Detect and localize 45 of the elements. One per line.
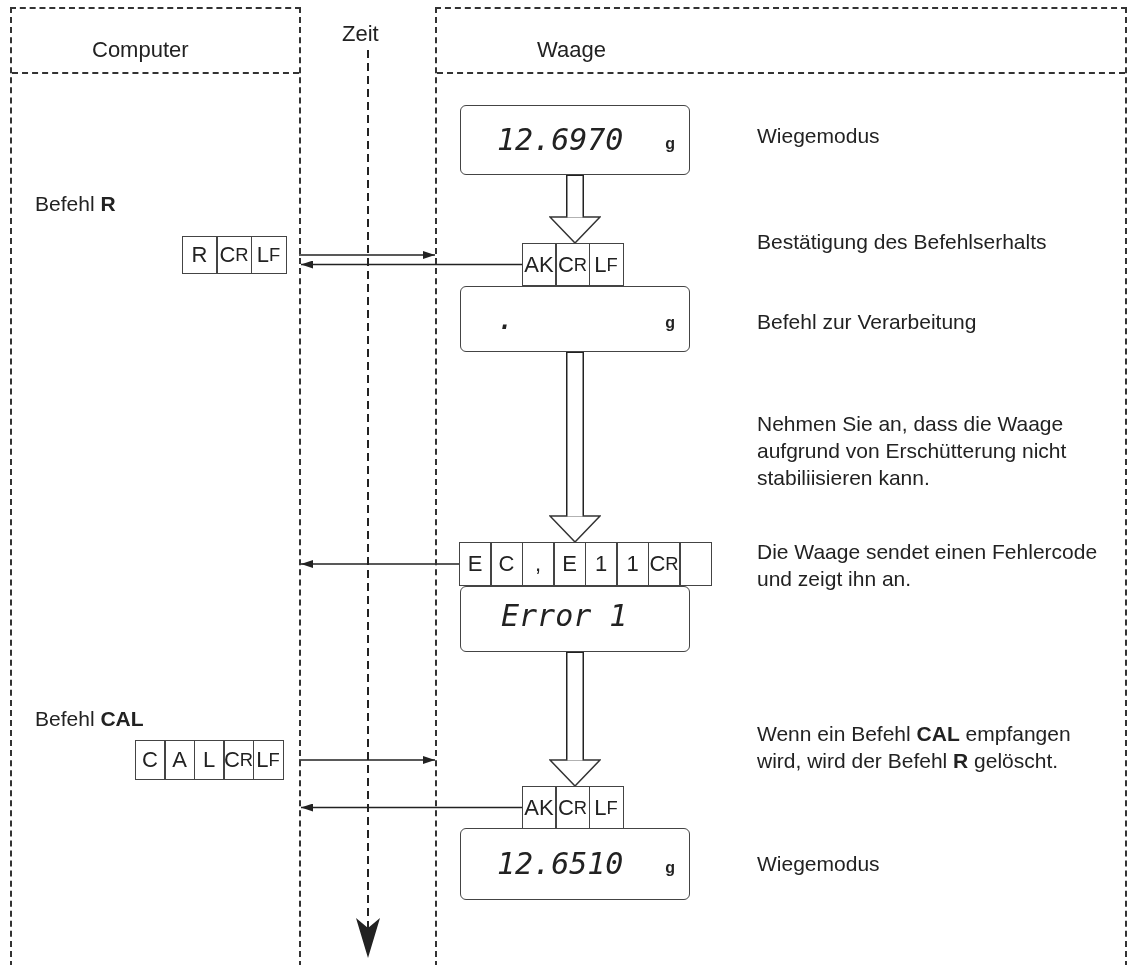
- annotation-text: Die Waage sendet einen Fehlercode und zeigt ihn an.: [757, 539, 1099, 592]
- swimlane: [10, 7, 301, 965]
- command-character: ,: [521, 542, 555, 586]
- command-character: C: [490, 542, 523, 586]
- swimlane: [435, 7, 1127, 965]
- hollow-arrow: [549, 175, 601, 244]
- command-character: 1: [584, 542, 618, 586]
- note-text: Bestätigung des Befehlserhalts: [757, 229, 1048, 255]
- display-reading: .: [497, 301, 516, 336]
- annotation-text: Befehl zur Verarbeitung: [757, 309, 978, 335]
- arrow: [300, 560, 461, 568]
- arrow: [300, 260, 524, 269]
- command-character: L: [193, 740, 225, 780]
- display-reading: 12.6970: [497, 122, 624, 157]
- hollow-arrow: [549, 652, 601, 787]
- annotation-text: Wiegemodus: [757, 851, 881, 877]
- hollow-arrow: [549, 352, 601, 543]
- unit-label: g: [665, 314, 675, 332]
- command-character: E: [553, 542, 586, 586]
- unit-label: g: [665, 135, 675, 153]
- annotation-text: Befehl R: [35, 191, 117, 217]
- note-text: Wenn ein Befehl CAL empfangen wird, wird der Befehl R gelöscht.: [757, 721, 1072, 774]
- arrow: [300, 803, 524, 812]
- command-character: R: [181, 236, 218, 274]
- command-character: C: [134, 740, 166, 780]
- lcd-display: [460, 828, 690, 900]
- command-character: A: [164, 740, 195, 780]
- display-reading: 12.6510: [497, 846, 624, 881]
- annotation-text: Befehl CAL: [35, 706, 145, 732]
- command-character: AK: [521, 243, 557, 286]
- command-character: AK: [521, 786, 557, 829]
- note-text: Nehmen Sie an, dass die Waage aufgrund von Erschütterung nicht stabiliisieren kann.: [757, 411, 1068, 491]
- arrow: [298, 756, 436, 764]
- lane-header: Waage: [537, 37, 606, 63]
- lane-header: Computer: [92, 37, 189, 63]
- display-reading: Error 1: [501, 598, 628, 633]
- arrow: [298, 251, 436, 259]
- lcd-display: [460, 105, 690, 175]
- command-character: E: [458, 542, 492, 586]
- lcd-display: [460, 586, 690, 652]
- lcd-display: [460, 286, 690, 352]
- unit-label: g: [665, 859, 675, 877]
- command-character: 1: [616, 542, 649, 586]
- lane-header: Zeit: [342, 20, 379, 47]
- annotation-text: Wiegemodus: [757, 123, 881, 149]
